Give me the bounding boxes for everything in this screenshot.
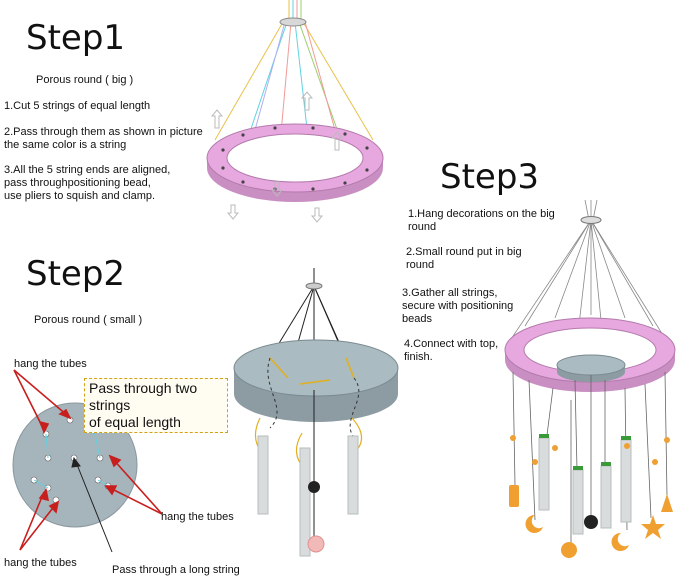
callout-line-2: of equal length — [89, 414, 181, 430]
chime-tubes — [257, 435, 359, 557]
step3-instruction-2b: round — [406, 259, 435, 271]
yellow-cross-strings — [269, 357, 355, 385]
step3-instruction-2: 2.Small round put in big — [406, 246, 522, 258]
step1-title: Step1 — [26, 18, 126, 58]
disc-with-tubes-illustration — [233, 268, 399, 557]
positioning-bead — [279, 17, 307, 27]
label-long-string: Pass through a long string — [112, 564, 240, 576]
step2-subtitle: Porous round ( small ) — [34, 314, 143, 326]
hanging-strings — [512, 371, 668, 545]
gray-disc — [233, 339, 399, 422]
step1-subtitle: Porous round ( big ) — [36, 74, 134, 86]
step3-instruction-1b: round — [408, 221, 437, 233]
label-hang-tubes-top: hang the tubes — [14, 358, 87, 370]
step2-title: Step2 — [26, 254, 126, 294]
direction-arrows — [210, 91, 344, 223]
small-disc-diagram — [12, 369, 163, 553]
black-bead — [308, 481, 320, 493]
long-string-pointer — [71, 456, 113, 553]
step1-instruction-3b: pass throughpositioning bead, — [4, 177, 151, 189]
chime-black-bead — [584, 515, 598, 529]
label-hang-tubes-bottom: hang the tubes — [4, 557, 77, 569]
big-ring-illustration — [206, 0, 384, 223]
step3-instruction-3: 3.Gather all strings, — [402, 287, 498, 299]
label-hang-tubes-right: hang the tubes — [161, 511, 234, 523]
callout-equal-strings: Pass through two strings of equal length — [84, 378, 228, 433]
pink-ring — [206, 123, 384, 202]
step3-instruction-4b: finish. — [404, 351, 433, 363]
orange-ornaments — [509, 435, 673, 558]
step1-instruction-1: 1.Cut 5 strings of equal length — [4, 100, 151, 112]
green-caps — [539, 434, 631, 470]
step1-instruction-2: 2.Pass through them as shown in picture — [4, 126, 203, 138]
step3-instruction-4: 4.Connect with top, — [404, 338, 499, 350]
step3-instruction-1: 1.Hang decorations on the big — [408, 208, 555, 220]
step3-title: Step3 — [440, 157, 540, 197]
step3-instruction-3b: secure with positioning — [402, 300, 514, 312]
step3-instruction-3c: beads — [402, 313, 432, 325]
step1-instruction-3c: use pliers to squish and clamp. — [4, 190, 156, 202]
assembled-wind-chime-illustration — [504, 199, 676, 558]
chime-top-bead — [580, 216, 602, 224]
pink-ball — [307, 535, 325, 553]
dashed-path — [267, 357, 360, 439]
step1-instruction-2b: the same color is a string — [4, 139, 127, 151]
red-pointer-arrows — [13, 369, 163, 551]
callout-line-1: Pass through two strings — [89, 380, 198, 413]
step1-instruction-3: 3.All the 5 string ends are aligned, — [4, 164, 171, 176]
cyan-guides — [33, 429, 109, 489]
strings-bundle — [214, 0, 374, 201]
top-bead — [305, 282, 323, 290]
